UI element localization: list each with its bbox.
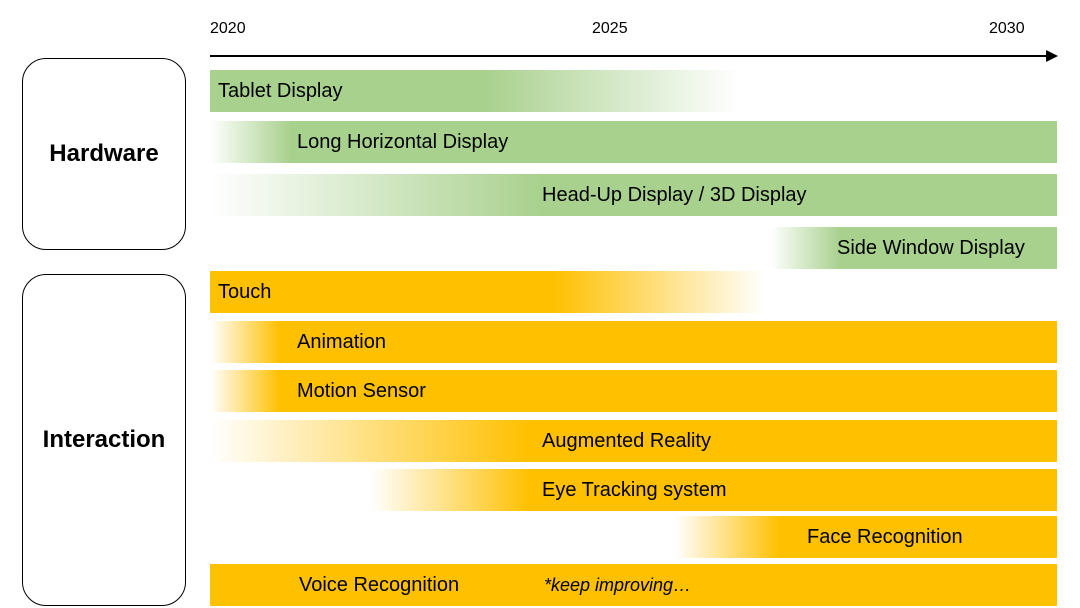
bar-touch xyxy=(210,271,765,313)
hardware-group-label: Hardware xyxy=(49,140,159,167)
timeline-arrowhead xyxy=(1046,50,1058,62)
year-2025: 2025 xyxy=(592,20,628,37)
bar-augmented-reality xyxy=(210,420,1057,462)
bar-label-tablet-display: Tablet Display xyxy=(218,80,343,102)
interaction-group-box: Interaction xyxy=(22,274,186,606)
bar-voice-recognition xyxy=(210,564,1057,606)
bar-label-animation: Animation xyxy=(297,331,386,353)
bar-head-up-display xyxy=(210,174,1057,216)
bar-label-voice-recognition: Voice Recognition xyxy=(299,574,460,596)
bar-note-voice-recognition: *keep improving… xyxy=(544,575,692,595)
hardware-group-box: Hardware xyxy=(22,58,186,250)
year-2020: 2020 xyxy=(210,20,246,37)
bar-label-motion-sensor: Motion Sensor xyxy=(297,380,426,402)
bar-label-long-horizontal-display: Long Horizontal Display xyxy=(297,131,509,153)
bar-label-head-up-display: Head-Up Display / 3D Display xyxy=(542,184,807,206)
bar-label-eye-tracking: Eye Tracking system xyxy=(542,479,727,501)
bar-face-recognition xyxy=(675,516,1057,558)
bar-animation xyxy=(210,321,1057,363)
bar-long-horizontal-display xyxy=(210,121,1057,163)
bar-label-side-window-display: Side Window Display xyxy=(837,237,1025,259)
bar-side-window-display xyxy=(770,227,1057,269)
bar-eye-tracking xyxy=(370,469,1057,511)
bar-tablet-display xyxy=(210,70,740,112)
bar-label-face-recognition: Face Recognition xyxy=(807,526,963,548)
bar-motion-sensor xyxy=(210,370,1057,412)
interaction-group-label: Interaction xyxy=(42,426,166,453)
year-2030: 2030 xyxy=(989,20,1025,37)
bar-label-augmented-reality: Augmented Reality xyxy=(542,430,711,452)
timeline-axis xyxy=(210,55,1048,57)
bar-label-touch: Touch xyxy=(218,281,272,303)
